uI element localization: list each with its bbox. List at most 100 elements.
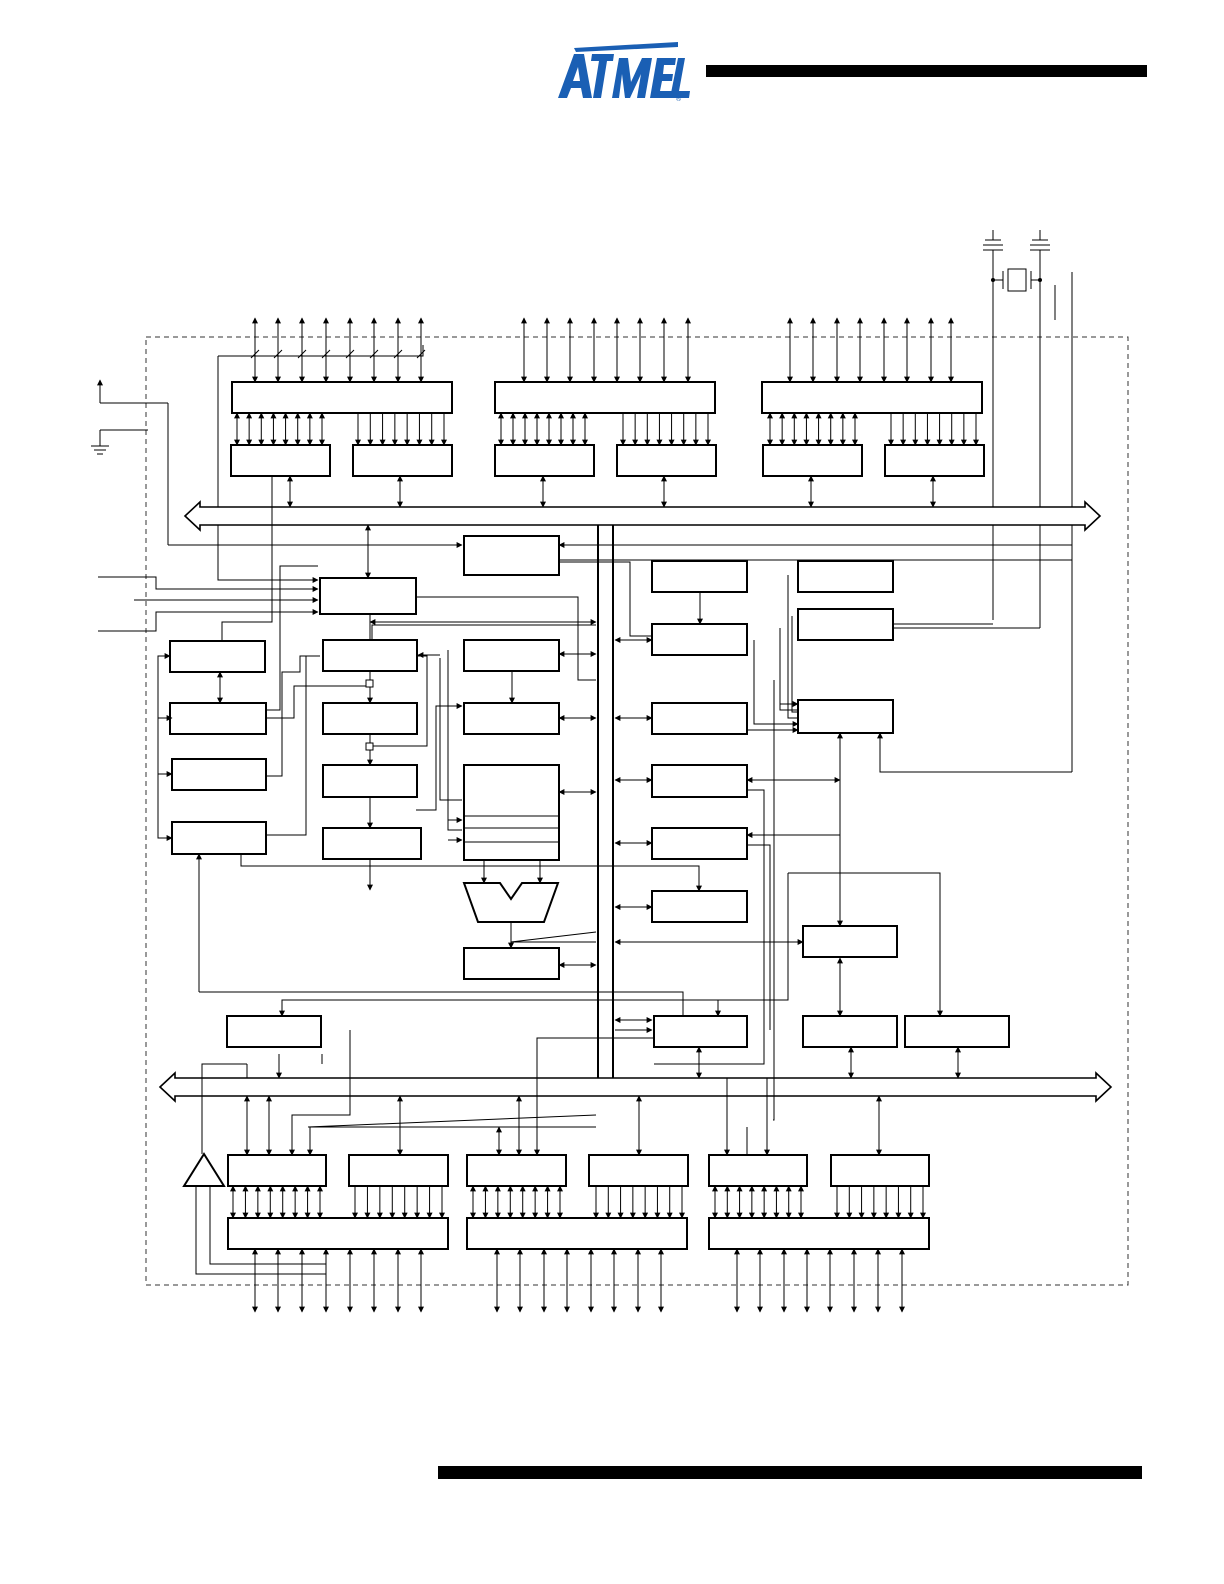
wire: [510, 931, 597, 943]
wire: [240, 854, 700, 891]
wire: [201, 1063, 247, 1154]
wire: [879, 733, 1072, 773]
wire: [266, 565, 318, 711]
mux-node-upper: [365, 679, 374, 688]
wire: [788, 872, 941, 1016]
mux-node-lower: [365, 742, 374, 751]
interrupt-unit-block: [797, 699, 894, 734]
program-flash-block: [169, 702, 267, 735]
alu-output-block: [463, 947, 560, 980]
ddrf-register-block: [708, 1154, 808, 1187]
programming-logic-block: [171, 821, 267, 855]
timer-counter0-block: [651, 702, 748, 735]
general-purpose-registers-block: [463, 702, 560, 735]
wire: [273, 349, 283, 359]
wire: [536, 1037, 654, 1155]
wire: [209, 1186, 326, 1265]
wire: [221, 476, 273, 641]
wire: [393, 349, 403, 359]
power-supervision-block: [463, 535, 560, 576]
wire: [266, 655, 320, 777]
wire: [321, 349, 331, 359]
vcc-symbol: [97, 379, 463, 548]
wire: [439, 658, 462, 801]
wire: [291, 1030, 351, 1155]
oscillator-block: [797, 608, 894, 641]
ground-symbol: [91, 429, 148, 455]
ddrb-register-block: [494, 444, 595, 477]
wire: [307, 1114, 597, 1128]
external-inputs: [98, 356, 319, 632]
timing-control-block: [651, 623, 748, 656]
portc-register-block: [884, 444, 985, 477]
wire: [372, 655, 428, 747]
porta-register-block: [352, 444, 453, 477]
wire: [266, 685, 370, 719]
registered-mark: ®: [676, 95, 682, 102]
portd-register-block: [348, 1154, 449, 1187]
control-lines-block: [322, 764, 418, 798]
adc-block: [653, 1015, 748, 1048]
wire: [791, 616, 798, 713]
port-c-drivers-block: [761, 381, 983, 414]
crystal-oscillator: [983, 230, 1073, 772]
alu-block: [462, 882, 560, 923]
wire: [747, 844, 771, 1030]
wire: [281, 873, 789, 1016]
usart-block: [802, 925, 898, 958]
wire: [787, 575, 798, 719]
timer-counter1-block: [651, 764, 748, 798]
instruction-decoder-block: [171, 758, 267, 791]
wire: [345, 349, 355, 359]
ddra-register-block: [230, 444, 331, 477]
wire: [416, 596, 596, 681]
ddrd-register-block: [227, 1154, 327, 1187]
wire: [447, 650, 462, 831]
program-counter-block: [169, 640, 266, 673]
spi-block: [802, 1015, 898, 1048]
wire: [195, 1186, 326, 1275]
port-d-drivers-block: [227, 1217, 449, 1250]
port-f-drivers-block: [708, 1217, 930, 1250]
wire: [157, 655, 170, 839]
wire: [510, 922, 596, 943]
wire: [218, 345, 424, 357]
sram-block: [463, 639, 560, 672]
port-a-drivers-block: [231, 381, 453, 414]
wire: [371, 624, 596, 640]
ddre-register-block: [466, 1154, 567, 1187]
porte-register-block: [588, 1154, 689, 1187]
twi-block: [904, 1015, 1010, 1048]
reset-logic-block: [319, 577, 417, 615]
port-e-drivers-block: [466, 1217, 688, 1250]
portf-register-block: [830, 1154, 930, 1187]
atmel-logo-mark: ®: [558, 42, 690, 103]
mcu-ctrl-block: [797, 560, 894, 593]
instruction-register-block: [322, 702, 418, 735]
wire: [416, 705, 462, 811]
wire: [266, 656, 307, 836]
data-bus-top: [183, 500, 1102, 532]
header-rule: [706, 65, 1147, 77]
register-file-block: [463, 764, 560, 861]
wire: [369, 349, 379, 359]
wire: [654, 789, 765, 1065]
ddrc-register-block: [762, 444, 863, 477]
wire: [416, 349, 426, 359]
data-bus-bottom: [158, 1071, 1113, 1103]
analog-comparator: [182, 1152, 226, 1187]
wire: [559, 561, 652, 637]
wire: [773, 680, 775, 1121]
wire: [753, 640, 796, 725]
wire: [199, 991, 684, 1016]
chip-boundary: [145, 336, 1129, 1286]
timer-counter2-block: [651, 827, 748, 860]
port-b-drivers-block: [494, 381, 716, 414]
stack-pointer-block: [322, 639, 418, 672]
atmel-logo: ®: [552, 40, 692, 103]
watchdog-timer-block: [651, 560, 748, 593]
wire: [250, 349, 260, 359]
footer-rule: [438, 1466, 1142, 1479]
eeprom-block: [651, 890, 748, 923]
